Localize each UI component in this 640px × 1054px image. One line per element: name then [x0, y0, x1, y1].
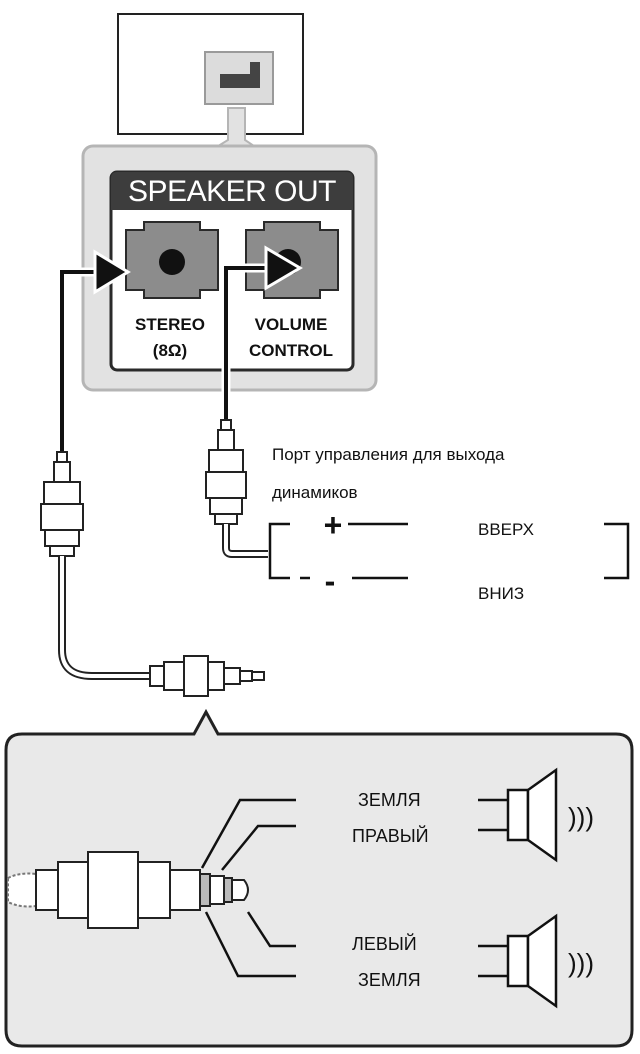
stereo-label: STEREO: [135, 315, 205, 334]
device-box: [117, 13, 304, 135]
pinout-left: ЛЕВЫЙ: [352, 933, 417, 954]
pinout-leaders: [200, 798, 296, 978]
stereo-cable-arrow: [57, 249, 131, 452]
pinout-ground-bottom: ЗЕМЛЯ: [358, 970, 421, 990]
control-bracket: [268, 522, 630, 580]
stereo-jack: [125, 221, 219, 299]
pinout-plug: [7, 851, 249, 929]
control-label: CONTROL: [249, 341, 333, 360]
right-speaker-waves: ))): [568, 802, 594, 832]
plus-symbol: +: [324, 507, 343, 543]
up-label: ВВЕРХ: [478, 520, 534, 539]
control-caption-line2: динамиков: [272, 483, 358, 502]
stereo-cable: [58, 556, 150, 680]
volume-cable-arrow: [221, 245, 303, 420]
volume-plug: [205, 419, 247, 525]
pinout-callout-box: [4, 708, 634, 1048]
stereo-impedance-label: (8Ω): [153, 341, 187, 360]
volume-arrowhead: [264, 245, 303, 291]
left-speaker-waves: ))): [568, 948, 594, 978]
volume-cable: [222, 524, 268, 558]
pinout-ground-top: ЗЕМЛЯ: [358, 790, 421, 810]
right-bracket: [604, 522, 630, 580]
left-speaker-icon: [478, 913, 558, 1009]
bottom-plug: [149, 655, 265, 697]
stereo-arrowhead: [93, 249, 131, 295]
pinout-right: ПРАВЫЙ: [352, 825, 429, 846]
speaker-out-header-bg: [111, 172, 353, 210]
down-label: ВНИЗ: [478, 584, 524, 603]
volume-control-jack: [245, 221, 339, 299]
volume-label: VOLUME: [255, 315, 328, 334]
device-port-plug-shape: [220, 62, 260, 88]
speaker-out-header: SPEAKER OUT: [128, 175, 336, 208]
control-caption-line1: Порт управления для выхода: [272, 445, 505, 464]
right-speaker-icon: [478, 767, 558, 863]
stereo-jack-hole: [159, 249, 185, 275]
minus-symbol: -: [325, 563, 336, 599]
stereo-plug: [40, 451, 84, 557]
